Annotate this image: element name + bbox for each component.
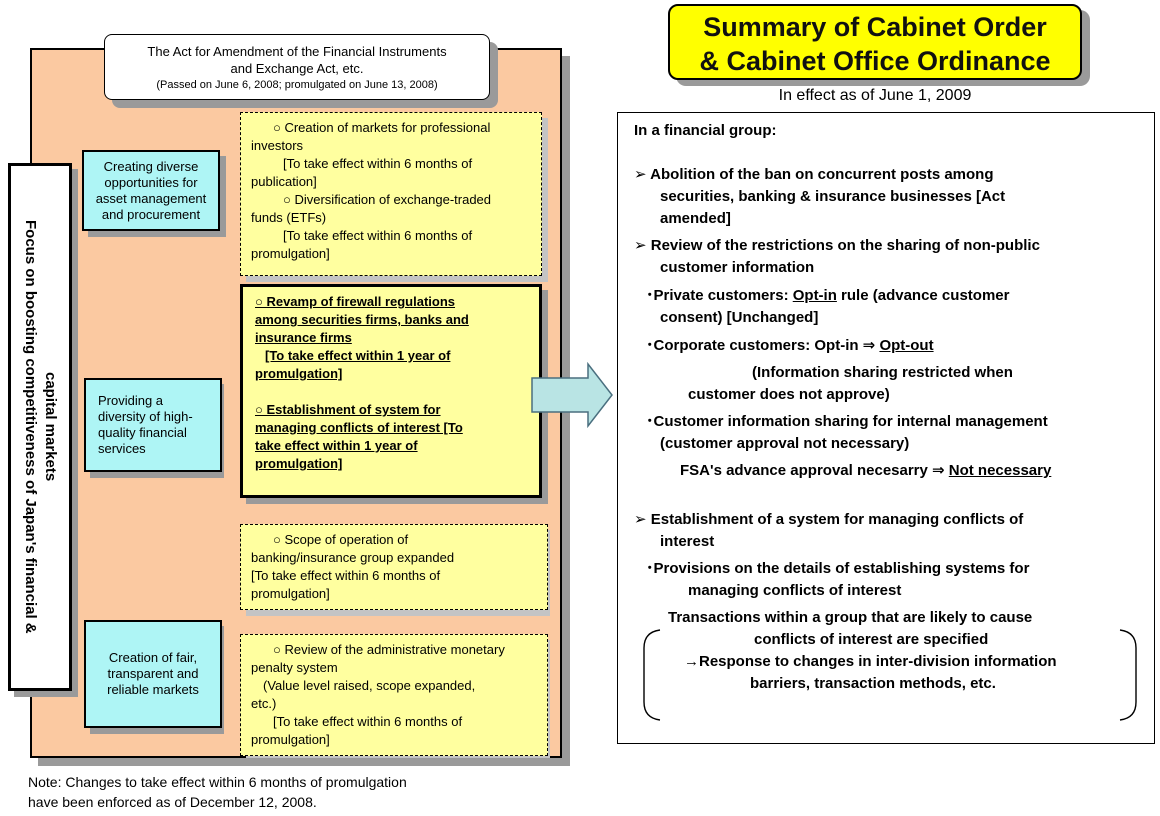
footnote-line1: Note: Changes to take effect within 6 mo… (28, 774, 407, 790)
transactions-bracket (643, 629, 1137, 721)
footnote-line2: have been enforced as of December 12, 20… (28, 794, 317, 810)
private-customers-line1: ･Private customers: Opt-in rule (advance… (646, 285, 1009, 307)
summary-title-line2: & Cabinet Office Ordinance (699, 46, 1051, 76)
transactions-line2: conflicts of interest are specified (754, 631, 989, 648)
measure-4-line4: etc.) (251, 696, 277, 711)
internal-management-line2: (customer approval not necessary) (660, 435, 910, 452)
measure-4-line3: (Value level raised, scope expanded, (263, 678, 476, 693)
summary-box (617, 112, 1155, 744)
corporate-customers-label: ･Corporate customers: Opt-in ⇒ (646, 337, 880, 354)
category-3-line3: reliable markets (107, 682, 199, 697)
measure-4-line1: ○ Review of the administrative monetary (273, 642, 505, 657)
category-1-line2: opportunities for (104, 174, 198, 190)
fsa-approval-label: FSA's advance approval necesarry ⇒ (680, 462, 949, 479)
measure-box-firewall-regulations: ○ Revamp of firewall regulations among s… (240, 284, 542, 498)
measure-1-line1: ○ Creation of markets for professional (273, 120, 491, 135)
measure-1-line7: [To take effect within 6 months of (283, 228, 473, 243)
vertical-title-line2: capital markets (42, 372, 59, 482)
category-asset-management: Creating diverse opportunities for asset… (82, 150, 220, 231)
provisions-line1: ･Provisions on the details of establishi… (646, 560, 1030, 577)
act-title-box: The Act for Amendment of the Financial I… (104, 34, 490, 100)
act-title-line1: The Act for Amendment of the Financial I… (147, 44, 447, 59)
measure-2-line3: insurance firms (255, 330, 352, 345)
measure-box-monetary-penalty: ○ Review of the administrative monetary … (240, 634, 548, 756)
category-2-line2: diversity of high- (98, 409, 193, 424)
summary-title-line1: Summary of Cabinet Order (703, 12, 1047, 42)
bullet-concurrent-posts-line3: amended] (660, 210, 731, 227)
category-2-line3: quality financial (98, 425, 187, 440)
transactions-line3: →Response to changes in inter-division i… (684, 653, 1057, 670)
fsa-approval: FSA's advance approval necesarry ⇒ Not n… (680, 460, 1051, 482)
category-1-line4: and procurement (101, 206, 201, 222)
bullet-conflicts-line2: interest (660, 533, 715, 550)
measure-3-line2: banking/insurance group expanded (251, 550, 455, 565)
category-3-line2: transparent and (107, 666, 199, 681)
measure-2-line1: ○ Revamp of firewall regulations (255, 294, 456, 309)
bullet-info-sharing-line1: ➢ Review of the restrictions on the shar… (634, 237, 1040, 254)
vertical-title-line1: Focus on boosting competitiveness of Jap… (22, 220, 39, 634)
act-title-line2: and Exchange Act, etc. (230, 61, 364, 76)
corporate-customers-line3: customer does not approve) (688, 386, 890, 403)
opt-in-term: Opt-in (792, 287, 837, 304)
summary-title-box: Summary of Cabinet Order & Cabinet Offic… (668, 4, 1082, 80)
category-2-line4: services (98, 441, 146, 456)
measure-2-line9: promulgation] (255, 456, 343, 471)
effective-date: In effect as of June 1, 2009 (778, 87, 972, 104)
vertical-title-box (8, 163, 72, 691)
corporate-customers-line1: ･Corporate customers: Opt-in ⇒ Opt-out (646, 335, 934, 357)
measure-2-line6: ○ Establishment of system for (255, 402, 441, 417)
category-1-line1: Creating diverse (103, 158, 199, 174)
bullet-conflicts-line1: ➢ Establishment of a system for managing… (634, 511, 1024, 528)
measure-1-line6: funds (ETFs) (251, 210, 327, 225)
measure-1-line3: [To take effect within 6 months of (283, 156, 473, 171)
bullet-info-sharing-line2: customer information (660, 259, 815, 276)
not-necessary-term: Not necessary (948, 462, 1052, 479)
provisions-line2: managing conflicts of interest (688, 582, 902, 599)
category-3-line1: Creation of fair, (108, 650, 198, 665)
measure-3-line4: promulgation] (251, 586, 330, 601)
measure-3-line1: ○ Scope of operation of (273, 532, 409, 547)
opt-out-term: Opt-out (879, 337, 934, 354)
internal-management-line1: ･Customer information sharing for intern… (646, 413, 1048, 430)
measure-2-line7: managing conflicts of interest [To (255, 420, 463, 435)
corporate-customers-line2: (Information sharing restricted when (752, 364, 1013, 381)
measure-box-professional-markets: ○ Creation of markets for professional i… (240, 112, 542, 276)
measure-1-line4: publication] (251, 174, 317, 189)
footnote: Note: Changes to take effect within 6 mo… (28, 772, 407, 812)
right-arrow-icon (531, 362, 613, 428)
private-customers-rule: rule (advance customer (836, 287, 1010, 304)
transactions-line1: Transactions within a group that are lik… (668, 609, 1033, 626)
measure-2-line4: [To take effect within 1 year of (265, 348, 451, 363)
summary-heading: In a financial group: (634, 122, 777, 139)
measure-2-line8: take effect within 1 year of (255, 438, 418, 453)
bullet-concurrent-posts-line1: ➢ Abolition of the ban on concurrent pos… (634, 166, 994, 183)
bullet-concurrent-posts-line2: securities, banking & insurance business… (660, 188, 1006, 205)
measure-4-line2: penalty system (251, 660, 338, 675)
measure-2-line5: promulgation] (255, 366, 343, 381)
private-customers-label: ･Private customers: (646, 287, 793, 304)
category-fair-markets: Creation of fair, transparent and reliab… (84, 620, 222, 728)
vertical-title: Focus on boosting competitiveness of Jap… (8, 163, 72, 691)
measure-1-line8: promulgation] (251, 246, 330, 261)
measure-2-line2: among securities firms, banks and (255, 312, 469, 327)
private-customers-line2: consent) [Unchanged] (660, 309, 819, 326)
act-dates: (Passed on June 6, 2008; promulgated on … (156, 79, 438, 91)
measure-4-line6: promulgation] (251, 732, 330, 747)
measure-1-line2: investors (251, 138, 304, 153)
category-financial-services: Providing a diversity of high- quality f… (84, 378, 222, 472)
measure-4-line5: [To take effect within 6 months of (273, 714, 463, 729)
measure-1-line5: ○ Diversification of exchange-traded (283, 192, 492, 207)
category-2-line1: Providing a (98, 393, 164, 408)
measure-box-group-scope: ○ Scope of operation of banking/insuranc… (240, 524, 548, 610)
measure-3-line3: [To take effect within 6 months of (251, 568, 441, 583)
category-1-line3: asset management (95, 190, 207, 206)
transactions-line4: barriers, transaction methods, etc. (750, 675, 996, 692)
